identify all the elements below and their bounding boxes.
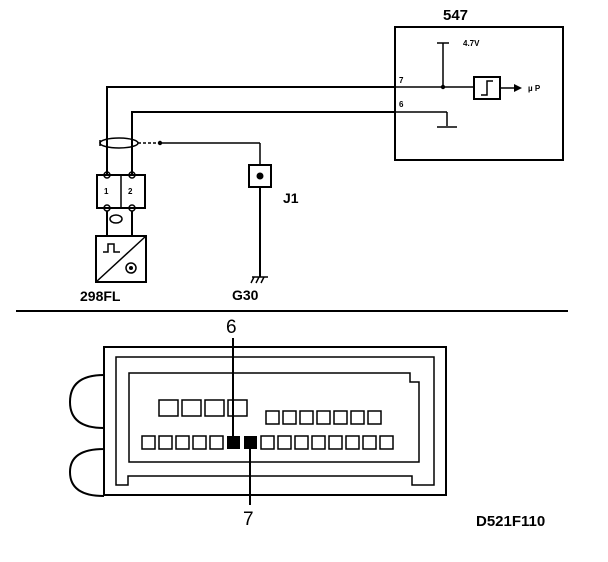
ground-g30-label: G30 xyxy=(232,287,259,303)
ecu-pin-7-label: 7 xyxy=(399,76,404,85)
connector-pin-2-label: 2 xyxy=(128,187,133,196)
ecu-connector-housing xyxy=(103,346,447,496)
pin-7-highlight xyxy=(244,436,257,449)
gear-icon xyxy=(125,262,137,274)
microprocessor-label: µ P xyxy=(528,84,541,93)
arrow-right-icon xyxy=(514,84,522,92)
chassis-ground-icon xyxy=(250,276,268,284)
connector-pins-lower-row xyxy=(141,435,394,450)
sensor-connector xyxy=(96,171,146,212)
ecu-pin-6-label: 6 xyxy=(399,100,404,109)
supply-voltage-label: 4.7V xyxy=(463,39,480,48)
pin-6-callout: 6 xyxy=(226,317,237,338)
twist-icon xyxy=(109,214,123,224)
wire-pin-7 xyxy=(106,86,395,175)
connector-inner-frame xyxy=(115,356,435,486)
wire-pin-6 xyxy=(131,111,395,175)
wheel-speed-sensor-298fl xyxy=(95,235,147,283)
figure-code: D521F110 xyxy=(476,513,545,530)
ecu-internal-circuit: 4.7V µ P xyxy=(395,39,541,128)
junction-j1-label: J1 xyxy=(283,190,299,206)
connector-cavity xyxy=(128,372,420,463)
pin-6-highlight xyxy=(227,436,240,449)
junction-j1-dot xyxy=(256,172,264,180)
connector-latch xyxy=(68,374,105,497)
cable-shield xyxy=(99,137,261,165)
ecu-547-label: 547 xyxy=(443,7,468,24)
connector-pins-upper-row xyxy=(158,399,382,425)
connector-pin-1-label: 1 xyxy=(104,187,109,196)
pin-7-callout: 7 xyxy=(243,509,254,530)
sensor-298fl-label: 298FL xyxy=(80,288,121,304)
